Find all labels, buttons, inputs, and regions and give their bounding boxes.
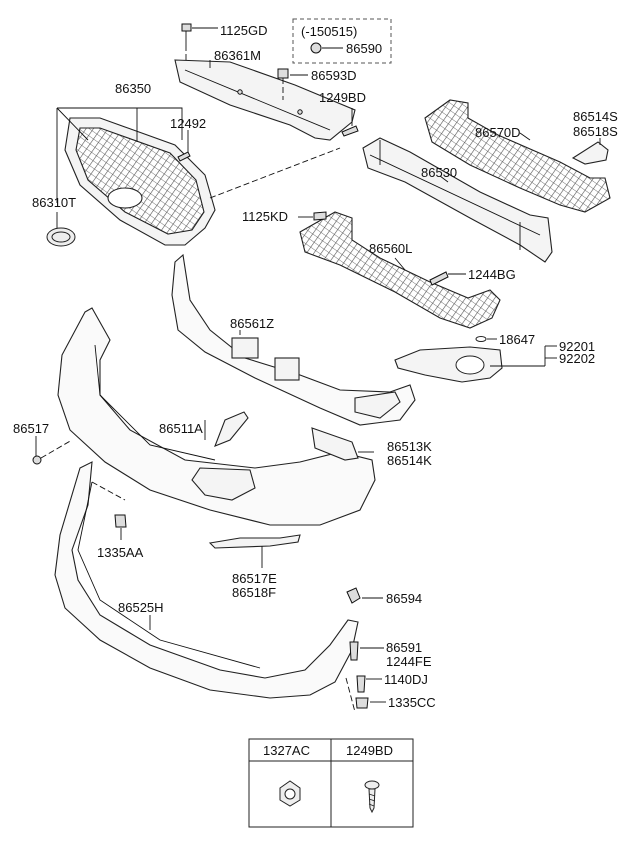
label-86560L: 86560L [369, 241, 412, 256]
emblem-86310T [46, 227, 76, 247]
label-86561Z: 86561Z [230, 316, 274, 331]
lower-grille [299, 211, 501, 329]
bolt-1244BG [429, 271, 449, 286]
front-grille [64, 117, 216, 246]
bumper-support-upper [171, 253, 416, 426]
label-92201: 92201 [559, 339, 595, 354]
label-86361M: 86361M [214, 48, 261, 63]
label-86593D: 86593D [311, 68, 357, 83]
garnish-strip [208, 534, 301, 549]
label-12492: 12492 [170, 116, 206, 131]
upper-energy-absorber [424, 99, 611, 213]
legend-header-1327AC: 1327AC [263, 743, 310, 758]
label-86594: 86594 [386, 591, 422, 606]
label-1125GD: 1125GD [220, 23, 267, 38]
label-1249BD: 1249BD [319, 90, 366, 105]
screw-1125KD [313, 211, 327, 221]
label-86525H: 86525H [118, 600, 164, 615]
radiator-grille-cover [174, 59, 356, 141]
nut-icon [279, 780, 301, 807]
lower-bumper-skid [54, 461, 359, 699]
label-86517E: 86517E [232, 571, 277, 586]
retainer-86511A-bar [214, 411, 249, 447]
clip-1335AA [114, 514, 127, 528]
legend-header-1249BD: 1249BD [346, 743, 393, 758]
label-1244FE: 1244FE [386, 654, 432, 669]
label-86517: 86517 [13, 421, 49, 436]
screw-icon [364, 780, 380, 814]
back-beam [362, 137, 553, 263]
label-1140DJ: 1140DJ [384, 672, 428, 687]
label-86591: 86591 [386, 640, 422, 655]
bolt-1140DJ [356, 675, 366, 693]
fog-lamp [394, 346, 503, 383]
label-variant-range: (-150515) [301, 24, 357, 39]
screw-12492 [177, 151, 191, 162]
variant-box [292, 18, 392, 64]
bolt-86591 [349, 641, 359, 661]
label-86511A: 86511A [159, 421, 203, 436]
label-86518S: 86518S [573, 124, 618, 139]
bulb-18647 [475, 336, 487, 342]
label-86590: 86590 [346, 41, 382, 56]
label-86514K: 86514K [387, 453, 432, 468]
label-86518F: 86518F [232, 585, 276, 600]
clip-1335CC [355, 697, 369, 709]
label-86310T: 86310T [32, 195, 76, 210]
bracket-86514S [571, 141, 609, 165]
bracket-86513K [311, 427, 359, 461]
label-1244BG: 1244BG [468, 267, 516, 282]
label-18647: 18647 [499, 332, 535, 347]
fastener-legend-table: 1327AC 1249BD [248, 738, 414, 828]
cap-86517 [32, 439, 73, 465]
label-1125KD: 1125KD [242, 209, 288, 224]
label-1335CC: 1335CC [388, 695, 436, 710]
front-bumper-cover [57, 307, 376, 526]
label-86350: 86350 [115, 81, 151, 96]
label-1335AA: 1335AA [97, 545, 144, 560]
label-86514S: 86514S [573, 109, 618, 124]
label-86530: 86530 [421, 165, 457, 180]
fastener-1125GD [181, 23, 192, 60]
label-86513K: 86513K [387, 439, 432, 454]
clip-86593D [277, 68, 289, 100]
label-92202: 92202 [559, 351, 595, 366]
bolt-1249BD-top [341, 125, 359, 137]
label-86570D: 86570D [475, 125, 521, 140]
clip-86590 [310, 42, 322, 54]
bracket-86594 [346, 587, 361, 604]
